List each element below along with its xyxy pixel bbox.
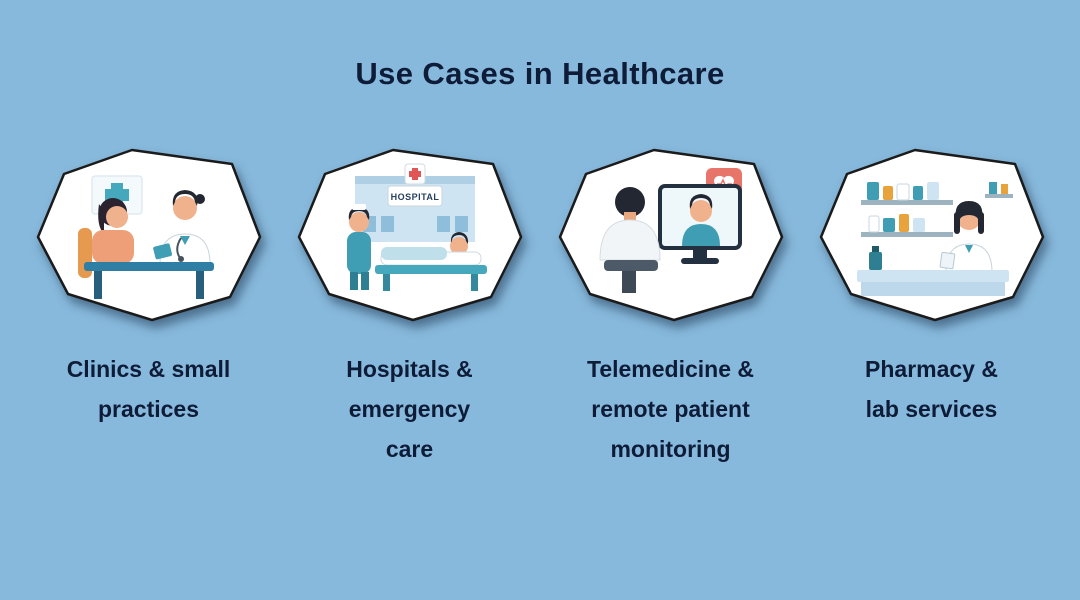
card-pharmacy: Pharmacy & lab services xyxy=(801,142,1062,429)
clinic-consultation-illustration xyxy=(36,148,261,322)
octagon-frame-pharmacy xyxy=(817,142,1047,327)
octagon-frame-telemedicine xyxy=(556,142,786,327)
card-label-hospitals: Hospitals & emergency care xyxy=(346,356,473,462)
hospital-sign-text: HOSPITAL xyxy=(390,192,439,202)
page-title: Use Cases in Healthcare xyxy=(355,56,725,91)
card-telemedicine: Telemedicine & remote patient monitoring xyxy=(540,142,801,469)
card-label-clinics: Clinics & small practices xyxy=(66,356,231,422)
use-cases-row: Clinics & small practices xyxy=(0,142,1080,469)
telemedicine-illustration xyxy=(558,148,783,322)
octagon-frame-hospitals: HOSPITAL xyxy=(295,142,525,327)
card-clinics: Clinics & small practices xyxy=(18,142,279,429)
hospital-emergency-illustration: HOSPITAL xyxy=(297,148,522,322)
pharmacy-illustration xyxy=(819,148,1044,322)
card-hospitals: HOSPITAL H xyxy=(279,142,540,469)
card-label-telemedicine: Telemedicine & remote patient monitoring xyxy=(586,356,755,462)
octagon-frame-clinics xyxy=(34,142,264,327)
card-label-pharmacy: Pharmacy & lab services xyxy=(865,356,998,422)
